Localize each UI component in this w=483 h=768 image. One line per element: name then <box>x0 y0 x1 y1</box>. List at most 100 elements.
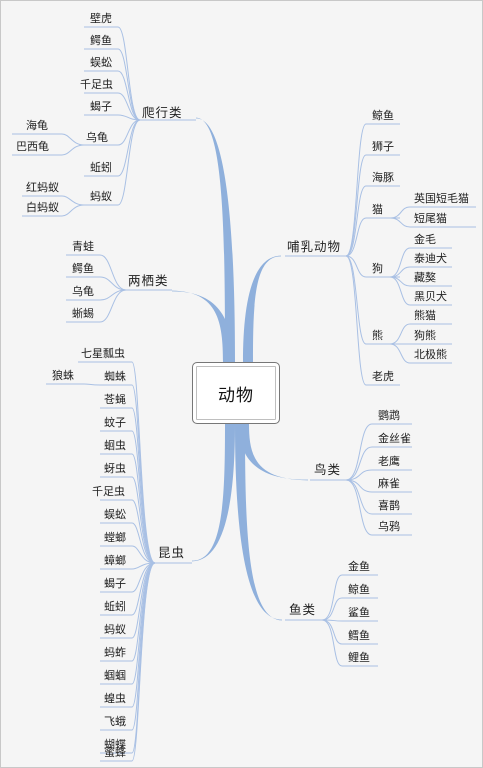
topic-node[interactable]: 狮子 <box>372 140 394 153</box>
topic-node[interactable]: 蚂蚱 <box>104 646 126 659</box>
topic-node[interactable]: 蜈蚣 <box>90 56 112 69</box>
connector-line <box>100 562 156 570</box>
topic-node[interactable]: 乌龟 <box>86 131 108 144</box>
connector-line <box>84 119 141 206</box>
connector-line <box>100 476 156 564</box>
topic-node[interactable]: 泰迪犬 <box>414 252 447 265</box>
topic-node[interactable]: 青蛙 <box>72 240 94 253</box>
topic-node[interactable]: 蚂蚁 <box>90 190 112 203</box>
topic-node[interactable]: 蚂蚁 <box>104 623 126 636</box>
topic-node[interactable]: 苍蝇 <box>104 393 126 406</box>
topic-node[interactable]: 巴西龟 <box>16 140 49 153</box>
connector-line <box>100 522 156 564</box>
topic-node[interactable]: 蛔虫 <box>104 439 126 452</box>
topic-node[interactable]: 鲸鱼 <box>348 583 370 596</box>
connector-insects <box>192 424 235 562</box>
topic-node[interactable]: 狗 <box>372 262 383 275</box>
connector-line <box>345 255 400 278</box>
topic-node[interactable]: 白蚂蚁 <box>26 201 59 214</box>
connector-line <box>100 499 156 564</box>
topic-node[interactable]: 鲤鱼 <box>348 651 370 664</box>
topic-node[interactable]: 螳螂 <box>104 531 126 544</box>
topic-node[interactable]: 鹦鹉 <box>378 409 400 422</box>
connector-line <box>84 92 141 121</box>
topic-node[interactable]: 蝎子 <box>90 100 112 113</box>
connector-line <box>66 289 127 301</box>
topic-node[interactable]: 狗熊 <box>414 329 436 342</box>
topic-node[interactable]: 藏獒 <box>414 271 436 284</box>
topic-node[interactable]: 金毛 <box>414 233 436 246</box>
connector-line <box>321 597 378 621</box>
topic-node[interactable]: 蜈蚣 <box>104 508 126 521</box>
connector-line <box>389 217 476 228</box>
topic-node[interactable]: 壁虎 <box>90 12 112 25</box>
topic-node[interactable]: 蝗虫 <box>104 692 126 705</box>
topic-node[interactable]: 短尾猫 <box>414 212 447 225</box>
topic-node[interactable]: 北极熊 <box>414 348 447 361</box>
topic-node[interactable]: 鳄鱼 <box>72 262 94 275</box>
topic-node[interactable]: 蜥蜴 <box>72 307 94 320</box>
topic-node[interactable]: 猫 <box>372 203 383 216</box>
connector-line <box>345 217 400 257</box>
branch-reptiles[interactable]: 爬行类 <box>142 105 183 120</box>
connector-line <box>321 574 378 621</box>
connector-line <box>345 469 412 481</box>
topic-node[interactable]: 海豚 <box>372 171 394 184</box>
topic-node[interactable]: 蝎子 <box>104 577 126 590</box>
topic-node[interactable]: 鳄鱼 <box>90 34 112 47</box>
connector-line <box>345 255 400 386</box>
topic-node[interactable]: 鲸鱼 <box>372 109 394 122</box>
topic-node[interactable]: 蜘蛛 <box>104 370 126 383</box>
topic-node[interactable]: 老虎 <box>372 370 394 383</box>
topic-node[interactable]: 千足虫 <box>80 78 113 91</box>
topic-node[interactable]: 七星瓢虫 <box>81 347 125 360</box>
topic-node[interactable]: 红蚂蚁 <box>26 181 59 194</box>
topic-node[interactable]: 千足虫 <box>92 485 125 498</box>
connector-line <box>345 479 412 515</box>
topic-node[interactable]: 鳕鱼 <box>348 629 370 642</box>
connector-line <box>345 423 412 481</box>
connector-line <box>100 453 156 564</box>
topic-node[interactable]: 金丝雀 <box>378 432 411 445</box>
connector-line <box>100 430 156 564</box>
branch-fish[interactable]: 鱼类 <box>289 602 317 617</box>
topic-node[interactable]: 飞蛾 <box>104 715 126 728</box>
branch-amphibians[interactable]: 两栖类 <box>128 273 169 288</box>
topic-node[interactable]: 蚯蚓 <box>90 161 112 174</box>
topic-node[interactable]: 金鱼 <box>348 560 370 573</box>
connector-line <box>345 479 412 493</box>
connector-amphibians <box>172 290 233 362</box>
connector-line <box>345 479 412 536</box>
branch-mammals[interactable]: 哺乳动物 <box>287 239 342 254</box>
topic-node[interactable]: 麻雀 <box>378 477 400 490</box>
connector-mammals <box>243 255 281 362</box>
branch-birds[interactable]: 鸟类 <box>314 462 342 477</box>
connector-line <box>84 70 141 121</box>
topic-node[interactable]: 蚯蚓 <box>104 600 126 613</box>
topic-node[interactable]: 熊猫 <box>414 309 436 322</box>
topic-node[interactable]: 狼蛛 <box>52 369 74 382</box>
connector-line <box>84 48 141 121</box>
topic-node[interactable]: 乌鸦 <box>378 520 400 533</box>
topic-node[interactable]: 英国短毛猫 <box>414 192 469 205</box>
topic-node[interactable]: 蚜虫 <box>104 462 126 475</box>
topic-node[interactable]: 蜜蜂 <box>104 746 126 759</box>
connector-line <box>345 185 400 257</box>
topic-node[interactable]: 乌龟 <box>72 285 94 298</box>
topic-node[interactable]: 熊 <box>372 329 383 342</box>
topic-node[interactable]: 老鹰 <box>378 455 400 468</box>
topic-node[interactable]: 喜鹊 <box>378 499 400 512</box>
root-topic[interactable]: 动物 <box>192 362 280 424</box>
topic-node[interactable]: 蝈蝈 <box>104 669 126 682</box>
topic-node[interactable]: 蚊子 <box>104 416 126 429</box>
branch-insects[interactable]: 昆虫 <box>158 545 186 560</box>
connector-line <box>84 119 141 146</box>
topic-node[interactable]: 鲨鱼 <box>348 606 370 619</box>
connector-line <box>66 276 127 291</box>
topic-node[interactable]: 黑贝犬 <box>414 290 447 303</box>
connector-line <box>389 323 452 345</box>
topic-node[interactable]: 海龟 <box>26 119 48 132</box>
topic-node[interactable]: 蟑螂 <box>104 554 126 567</box>
topic-node[interactable]: 蝴蝶 <box>104 738 126 751</box>
connector-line <box>22 195 85 206</box>
